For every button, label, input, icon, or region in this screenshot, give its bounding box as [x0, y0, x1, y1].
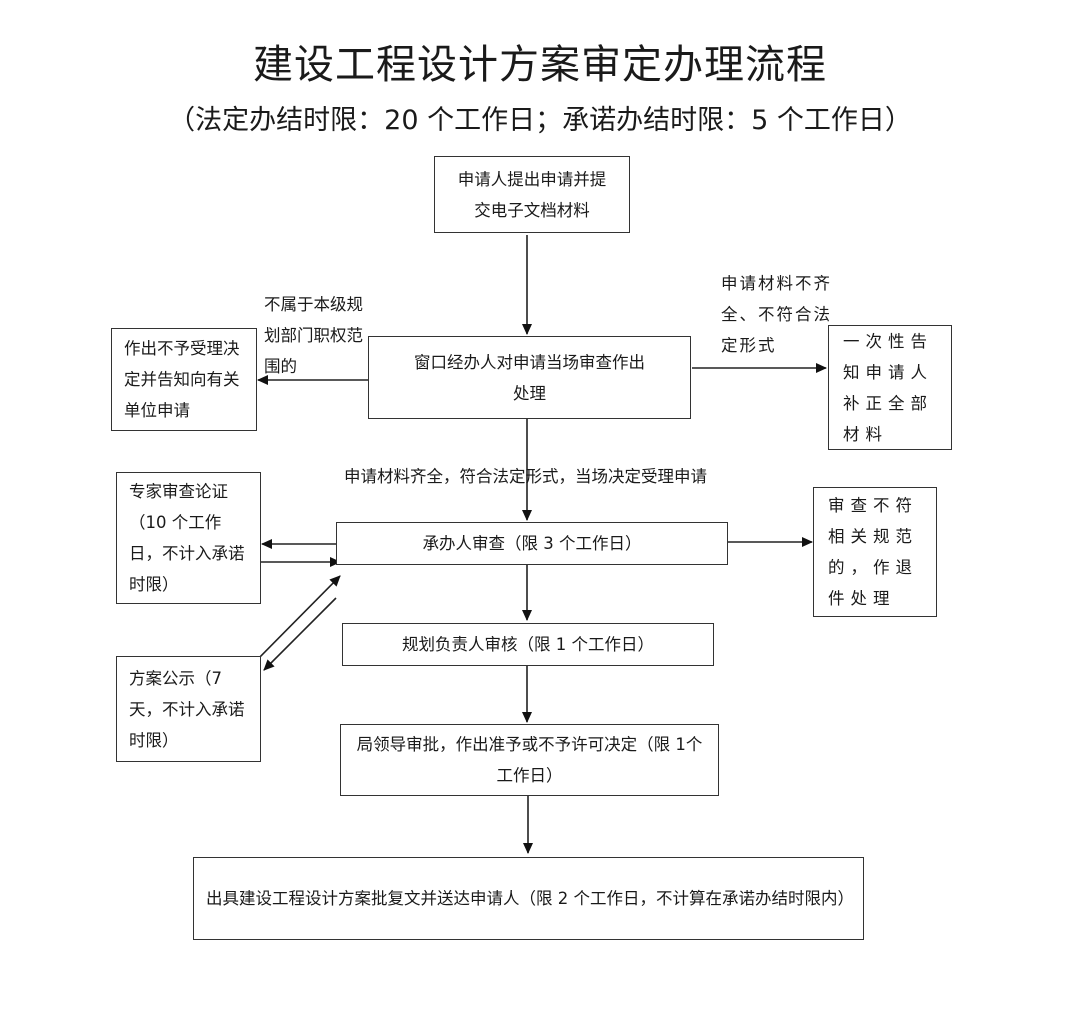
arrow-handler-to-publicity	[263, 597, 337, 671]
node-window-review: 窗口经办人对申请当场审查作出处理	[368, 336, 691, 419]
page-subtitle: （法定办结时限：20 个工作日；承诺办结时限：5 个工作日）	[168, 105, 912, 136]
node-apply: 申请人提出申请并提交电子文档材料	[434, 156, 630, 233]
node-handler-review: 承办人审查（限 3 个工作日）	[336, 522, 728, 565]
node-issue-reply: 出具建设工程设计方案批复文并送达申请人（限 2 个工作日，不计算在承诺办结时限内…	[193, 857, 864, 940]
node-return-doc: 审查不符相关规范的，作退件处理	[813, 487, 937, 617]
label-not-in-scope: 不属于本级规划部门职权范围的	[264, 295, 363, 376]
page-title: 建设工程设计方案审定办理流程	[253, 42, 827, 88]
node-reject-notice: 作出不予受理决定并告知向有关单位申请	[111, 328, 257, 431]
node-bureau-approval: 局领导审批，作出准予或不予许可决定（限 1个工作日）	[340, 724, 719, 796]
node-expert-review: 专家审查论证（10 个工作日，不计入承诺时限）	[116, 472, 261, 604]
node-planning-head: 规划负责人审核（限 1 个工作日）	[342, 623, 714, 666]
node-one-time-notice: 一次性告知申请人补正全部材料	[828, 325, 952, 450]
label-incomplete: 申请材料不齐全、不符合法定形式	[721, 274, 832, 355]
node-plan-publicity: 方案公示（7 天，不计入承诺时限）	[116, 656, 261, 762]
label-accepted: 申请材料齐全，符合法定形式，当场决定受理申请	[344, 467, 707, 486]
arrow-publicity-to-handler	[251, 575, 341, 666]
